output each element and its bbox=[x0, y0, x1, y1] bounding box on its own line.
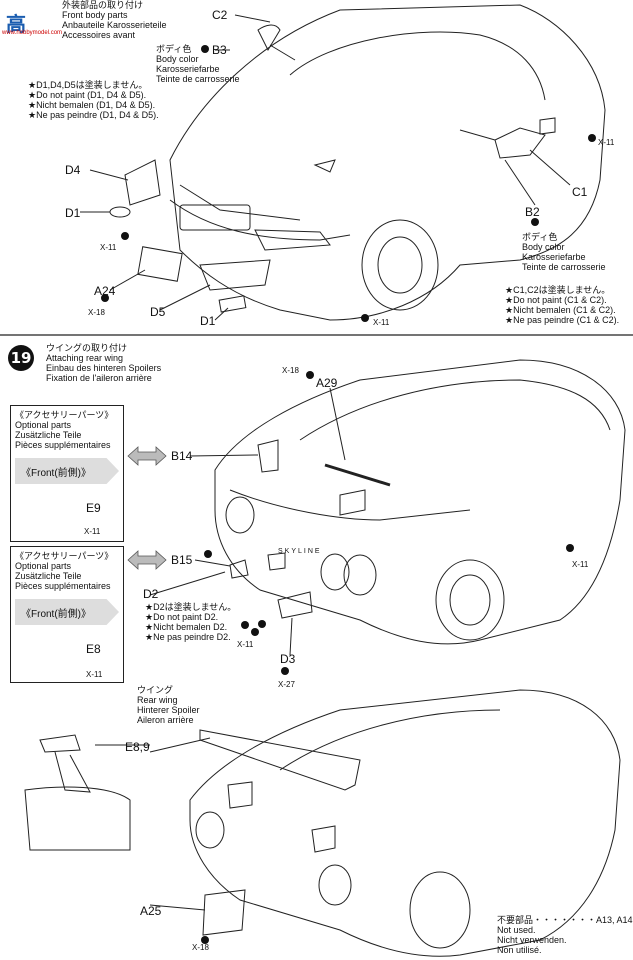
optional-parts-box-2: 《アクセサリーパーツ》 Optional parts Zusätzliche T… bbox=[10, 546, 124, 683]
label-e8: E8 bbox=[86, 642, 101, 656]
label-b14: B14 bbox=[171, 449, 193, 463]
label-b3: B3 bbox=[212, 43, 227, 57]
label-e9: E9 bbox=[86, 501, 101, 515]
rear-wing-label: ウイング Rear wing Hinterer Spoiler Aileron … bbox=[137, 685, 200, 725]
front-direction-arrow-1: 《Front(前側)》 bbox=[15, 458, 119, 484]
screw-x11-a: X-11 bbox=[100, 243, 117, 252]
note-d2-jp: ★D2は塗装しません。 bbox=[145, 602, 237, 612]
unused-de: Nicht verwenden. bbox=[497, 935, 567, 945]
body-color-b2-note: ボディ色 Body color Karosseriefarbe Teinte d… bbox=[522, 232, 606, 272]
b3-de: Karosseriefarbe bbox=[156, 64, 220, 74]
note-d2-en: ★Do not paint D2. bbox=[145, 612, 219, 622]
unused-en: Not used. bbox=[497, 925, 536, 935]
optional-parts-box-1: 《アクセサリーパーツ》 Optional parts Zusätzliche T… bbox=[10, 405, 124, 542]
b3-fr: Teinte de carrosserie bbox=[156, 74, 240, 84]
b3-jp: ボディ色 bbox=[156, 44, 192, 54]
label-d4: D4 bbox=[65, 163, 81, 177]
label-a25: A25 bbox=[140, 904, 162, 918]
screw-x18-a29: X-18 bbox=[282, 366, 299, 375]
note-c-fr: ★Ne pas peindre (C1 & C2). bbox=[505, 315, 620, 325]
opt2-jp: 《アクセサリーパーツ》 bbox=[15, 551, 114, 561]
top-header-jp: 外装部品の取り付け bbox=[62, 0, 144, 10]
note-d-fr: ★Ne pas peindre (D1, D4 & D5). bbox=[28, 110, 159, 120]
top-header: 外装部品の取り付け Front body parts Anbauteile Ka… bbox=[62, 0, 167, 40]
top-header-en: Front body parts bbox=[62, 10, 128, 20]
note-d-parts: ★D1,D4,D5は塗装しません。 ★Do not paint (D1, D4 … bbox=[28, 80, 159, 120]
wing-fr: Aileron arrière bbox=[137, 715, 194, 725]
b2-jp: ボディ色 bbox=[522, 232, 558, 242]
label-a29: A29 bbox=[316, 376, 338, 390]
label-c2: C2 bbox=[212, 8, 228, 22]
screw-x27: X-27 bbox=[278, 680, 295, 689]
step19-header-jp: ウイングの取り付け bbox=[46, 343, 128, 353]
b2-en: Body color bbox=[522, 242, 565, 252]
note-c-parts: ★C1,C2は塗装しません。 ★Do not paint (C1 & C2). … bbox=[505, 285, 619, 325]
opt1-en: Optional parts bbox=[15, 420, 72, 430]
optional-1-text: 《アクセサリーパーツ》 Optional parts Zusätzliche T… bbox=[15, 410, 113, 450]
opt1-fr: Pièces supplémentaires bbox=[15, 440, 111, 450]
step19-header-fr: Fixation de l'aileron arrière bbox=[46, 373, 152, 383]
note-d-de: ★Nicht bemalen (D1, D4 & D5). bbox=[28, 100, 156, 110]
screw-x11-c: X-11 bbox=[598, 138, 615, 147]
wing-en: Rear wing bbox=[137, 695, 178, 705]
label-d3: D3 bbox=[280, 652, 296, 666]
label-d1-bottom: D1 bbox=[200, 314, 216, 328]
unused-parts-note: 不要部品・・・・・・・A13, A14 Not used. Nicht verw… bbox=[497, 915, 633, 955]
body-color-b3-note: ボディ色 Body color Karosseriefarbe Teinte d… bbox=[156, 44, 240, 84]
top-header-de: Anbauteile Karosserieteile bbox=[62, 20, 167, 30]
skyline-lettering: SKYLINE bbox=[278, 548, 322, 555]
label-a24: A24 bbox=[94, 284, 116, 298]
screw-x18-top: X-18 bbox=[88, 308, 105, 317]
opt1-de: Zusätzliche Teile bbox=[15, 430, 82, 440]
step-number: 19 bbox=[8, 345, 34, 371]
unused-fr: Non utilisé. bbox=[497, 945, 542, 955]
screw-x11-e8: X-11 bbox=[86, 670, 103, 679]
top-header-fr: Accessoires avant bbox=[62, 30, 136, 40]
label-e8-9: E8,9 bbox=[125, 740, 150, 754]
note-d2: ★D2は塗装しません。 ★Do not paint D2. ★Nicht bem… bbox=[145, 602, 236, 642]
logo-url: www.hobbymodel.com bbox=[2, 30, 63, 36]
b2-fr: Teinte de carrosserie bbox=[522, 262, 606, 272]
label-b2: B2 bbox=[525, 205, 540, 219]
screw-x11-e9: X-11 bbox=[84, 527, 101, 536]
opt2-fr: Pièces supplémentaires bbox=[15, 581, 111, 591]
screw-x11-side: X-11 bbox=[572, 560, 589, 569]
label-c1: C1 bbox=[572, 185, 588, 199]
screw-x11-d2: X-11 bbox=[237, 640, 254, 649]
b2-de: Karosseriefarbe bbox=[522, 252, 586, 262]
note-c-en: ★Do not paint (C1 & C2). bbox=[505, 295, 607, 305]
label-d2: D2 bbox=[143, 587, 159, 601]
opt2-de: Zusätzliche Teile bbox=[15, 571, 82, 581]
note-c-de: ★Nicht bemalen (C1 & C2). bbox=[505, 305, 616, 315]
wing-de: Hinterer Spoiler bbox=[137, 705, 200, 715]
label-d5: D5 bbox=[150, 305, 166, 319]
step19-header: ウイングの取り付け Attaching rear wing Einbau des… bbox=[46, 343, 161, 383]
front-direction-arrow-2: 《Front(前側)》 bbox=[15, 599, 119, 625]
screw-x11-b: X-11 bbox=[373, 318, 390, 327]
note-d-jp: ★D1,D4,D5は塗装しません。 bbox=[28, 80, 148, 90]
step19-header-en: Attaching rear wing bbox=[46, 353, 124, 363]
step19-header-de: Einbau des hinteren Spoilers bbox=[46, 363, 162, 373]
watermark-logo: 高 www.hobbymodel.com bbox=[0, 0, 70, 44]
label-b15: B15 bbox=[171, 553, 193, 567]
logo-glyph: 高 bbox=[6, 12, 26, 36]
b3-en: Body color bbox=[156, 54, 199, 64]
screw-x18-a25: X-18 bbox=[192, 943, 209, 952]
optional-2-text: 《アクセサリーパーツ》 Optional parts Zusätzliche T… bbox=[15, 551, 113, 591]
note-d2-de: ★Nicht bemalen D2. bbox=[145, 622, 228, 632]
note-d-en: ★Do not paint (D1, D4 & D5). bbox=[28, 90, 147, 100]
note-c-jp: ★C1,C2は塗装しません。 bbox=[505, 285, 611, 295]
label-d1-left: D1 bbox=[65, 206, 81, 220]
wing-jp: ウイング bbox=[137, 685, 174, 695]
opt2-en: Optional parts bbox=[15, 561, 72, 571]
unused-head: 不要部品・・・・・・・A13, A14 bbox=[497, 915, 633, 925]
opt1-jp: 《アクセサリーパーツ》 bbox=[15, 410, 114, 420]
note-d2-fr: ★Ne pas peindre D2. bbox=[145, 632, 231, 642]
